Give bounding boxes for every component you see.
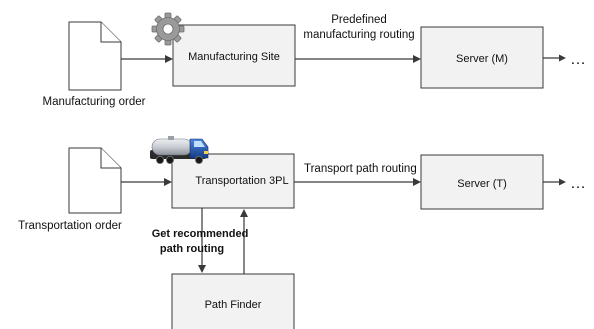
server-t-box — [420, 154, 544, 210]
manufacturing-site-box — [172, 24, 296, 87]
request-label-line2: path routing — [160, 243, 224, 255]
arrow-carrier-to-server-t — [294, 178, 421, 186]
server-m-label: Server (M) — [456, 53, 508, 65]
arrow-site-to-server-m — [295, 55, 421, 63]
server-t-label: Server (T) — [457, 178, 507, 190]
arrow-carrier-to-path-finder — [198, 208, 206, 273]
truck-icon — [150, 136, 209, 164]
transport-routing-label: Transport path routing — [304, 163, 417, 175]
ellipsis-m: … — [570, 51, 586, 68]
routing-label-line1: Predefined — [331, 14, 387, 26]
transportation-3pl-box — [171, 153, 295, 209]
transportation-order-document — [68, 147, 122, 214]
manufacturing-site-label: Manufacturing Site — [188, 51, 280, 63]
arrow-order-to-carrier — [121, 178, 172, 186]
arrow-path-finder-to-carrier — [240, 209, 248, 274]
transportation-order-label: Transportation order — [18, 220, 122, 232]
arrow-order-to-site — [121, 55, 173, 63]
request-label-line1: Get recommended — [152, 228, 249, 240]
routing-label-line2: manufacturing routing — [303, 29, 414, 41]
server-m-box — [420, 26, 544, 89]
path-finder-label: Path Finder — [205, 299, 262, 311]
ellipsis-t: … — [570, 175, 586, 192]
path-finder-box — [171, 273, 295, 329]
manufacturing-order-label: Manufacturing order — [43, 96, 146, 108]
gear-icon — [151, 12, 185, 46]
transportation-3pl-label: Transportation 3PL — [195, 175, 288, 187]
manufacturing-order-document — [68, 21, 122, 91]
arrow-server-m-continuation — [543, 54, 566, 62]
arrow-server-t-continuation — [543, 178, 566, 186]
